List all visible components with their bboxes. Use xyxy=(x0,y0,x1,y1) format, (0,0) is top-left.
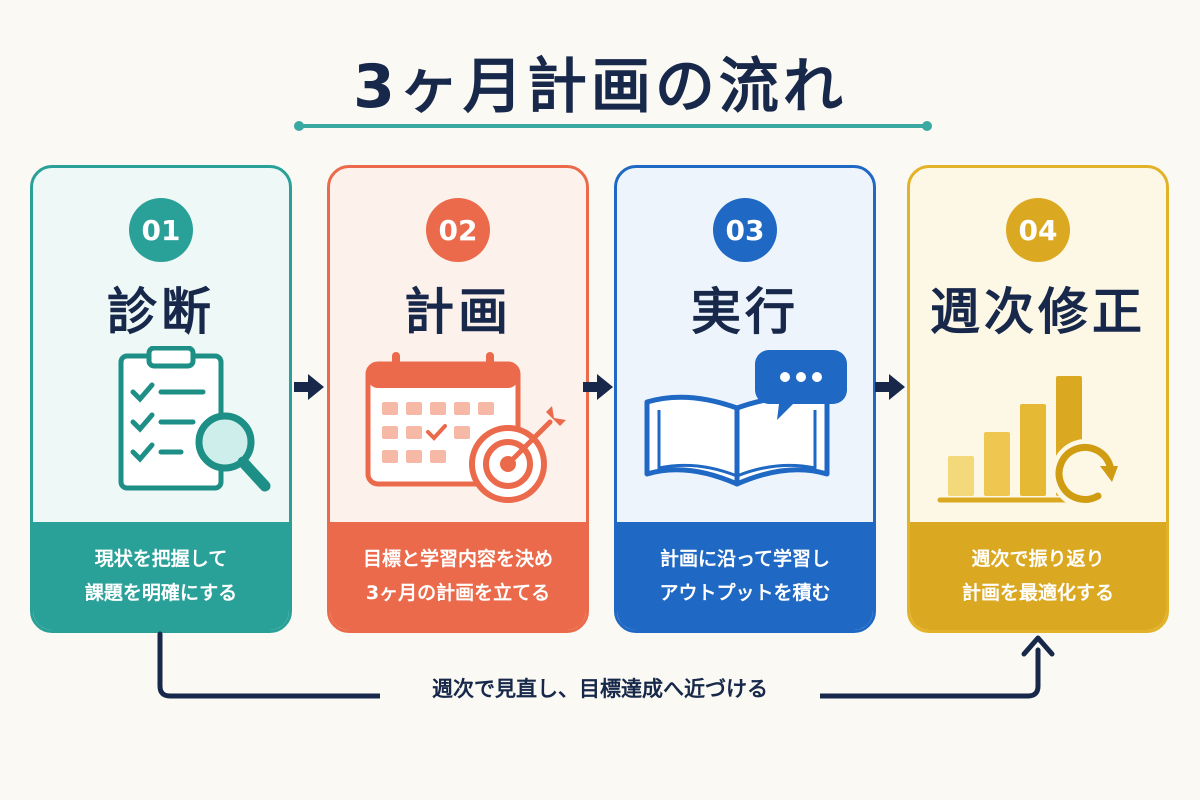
step-description: 現状を把握して 課題を明確にする xyxy=(33,522,289,630)
step-description: 週次で振り返り 計画を最適化する xyxy=(910,522,1166,630)
page-title: 3ヶ月計画の流れ xyxy=(353,52,847,122)
step-description-line: 3ヶ月の計画を立てる xyxy=(365,582,551,604)
step-number-badge: 04 xyxy=(1006,198,1070,262)
step-heading: 週次修正 xyxy=(930,283,1146,341)
clipboard-magnifier-icon xyxy=(118,346,271,492)
step-card-diagnosis: 01 診断 現状を把握して 課題を明確にする xyxy=(30,165,292,633)
step-description-line: 課題を明確にする xyxy=(84,582,238,604)
step-card-plan: 02 計画 目標と学習内容を決め 3ヶ月の計画を立てる xyxy=(327,165,589,633)
step-description: 目標と学習内容を決め 3ヶ月の計画を立てる xyxy=(330,522,586,630)
step-number-badge: 03 xyxy=(713,198,777,262)
step-description-line: 目標と学習内容を決め xyxy=(362,548,553,570)
arrow-right-icon xyxy=(583,374,613,400)
loop-label: 週次で見直し、目標達成へ近づける xyxy=(380,673,820,703)
step-card-execution: 03 実行 計画に沿って学習し アウトプットを積む xyxy=(614,165,876,633)
step-description-line: アウトプットを積む xyxy=(659,582,831,604)
calendar-target-icon xyxy=(365,352,566,503)
bar-chart-refresh-icon xyxy=(937,376,1121,506)
step-description-line: 週次で振り返り xyxy=(971,548,1105,570)
title-underline xyxy=(294,121,932,131)
arrow-right-icon xyxy=(294,374,324,400)
book-speech-bubble-icon xyxy=(644,350,847,487)
step-card-weekly-revision: 04 週次修正 週次で振り返り 計画を最適化する xyxy=(907,165,1169,633)
step-heading: 計画 xyxy=(404,283,512,341)
step-description: 計画に沿って学習し アウトプットを積む xyxy=(617,522,873,630)
step-heading: 診断 xyxy=(107,283,215,341)
step-number-badge: 01 xyxy=(129,198,193,262)
step-description-line: 計画を最適化する xyxy=(961,582,1114,604)
step-description-line: 計画に沿って学習し xyxy=(659,548,831,570)
step-number-badge: 02 xyxy=(426,198,490,262)
step-description-line: 現状を把握して xyxy=(94,548,228,570)
arrow-right-icon xyxy=(875,374,905,400)
step-heading: 実行 xyxy=(691,283,799,341)
